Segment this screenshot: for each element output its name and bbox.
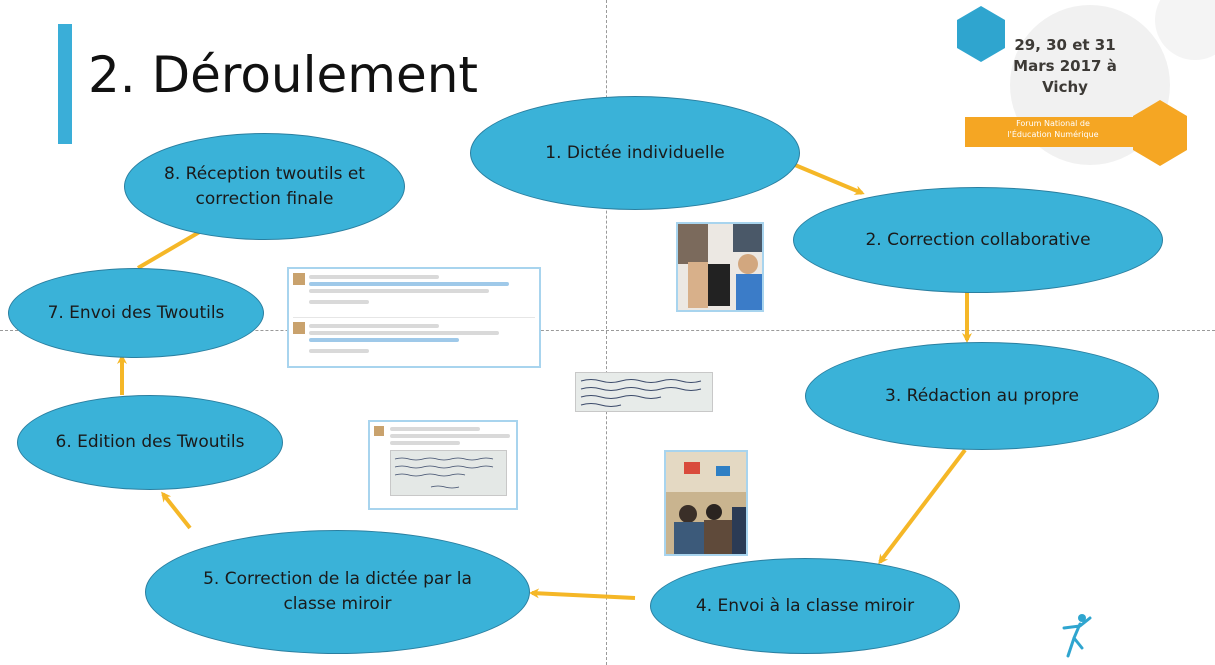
step-2-node: 2. Correction collaborative: [793, 187, 1163, 293]
logo-forum-line1: Forum National de: [1016, 119, 1090, 128]
classroom-photo-1: [676, 222, 764, 312]
logo-city: Vichy: [1042, 78, 1088, 96]
tweets-screenshot: [287, 267, 541, 368]
logo-forum-line2: l'Éducation Numérique: [1007, 130, 1099, 139]
horizontal-guide-line: [0, 330, 1215, 331]
classroom-photo-1-art: [678, 224, 762, 310]
step-3-node: 3. Rédaction au propre: [805, 342, 1159, 450]
classroom-photo-2-art: [666, 452, 746, 554]
title-accent-bar: [58, 24, 72, 144]
arrow-1-to-2: [794, 163, 865, 195]
step-6-node: 6. Edition des Twoutils: [17, 395, 283, 490]
tweet-with-dictation: [368, 420, 518, 510]
arrow-4-to-5: [529, 588, 636, 600]
classroom-photo-2: [664, 450, 748, 556]
logo-background: [957, 0, 1215, 166]
slide-title: 2. Déroulement: [88, 46, 479, 104]
arrow-7-to-8: [136, 225, 211, 270]
arrow-5-to-6: [161, 491, 192, 530]
arrow-3-to-4: [878, 448, 967, 565]
step-7-node: 7. Envoi des Twoutils: [8, 268, 264, 358]
stick-figure-icon: [1062, 614, 1092, 658]
step-5-node: 5. Correction de la dictée par la classe…: [145, 530, 530, 654]
handwritten-note: [575, 372, 713, 412]
logo-dates: 29, 30 et 31: [1014, 36, 1116, 54]
step-8-node: 8. Réception twoutils et correction fina…: [124, 133, 405, 240]
vertical-guide-line: [606, 0, 607, 665]
step-4-node: 4. Envoi à la classe miroir: [650, 558, 960, 654]
handwriting-art: [580, 379, 702, 407]
step-1-node: 1. Dictée individuelle: [470, 96, 800, 210]
dictation-handwriting-art: [394, 457, 494, 489]
logo-month: Mars 2017 à: [1013, 57, 1117, 75]
